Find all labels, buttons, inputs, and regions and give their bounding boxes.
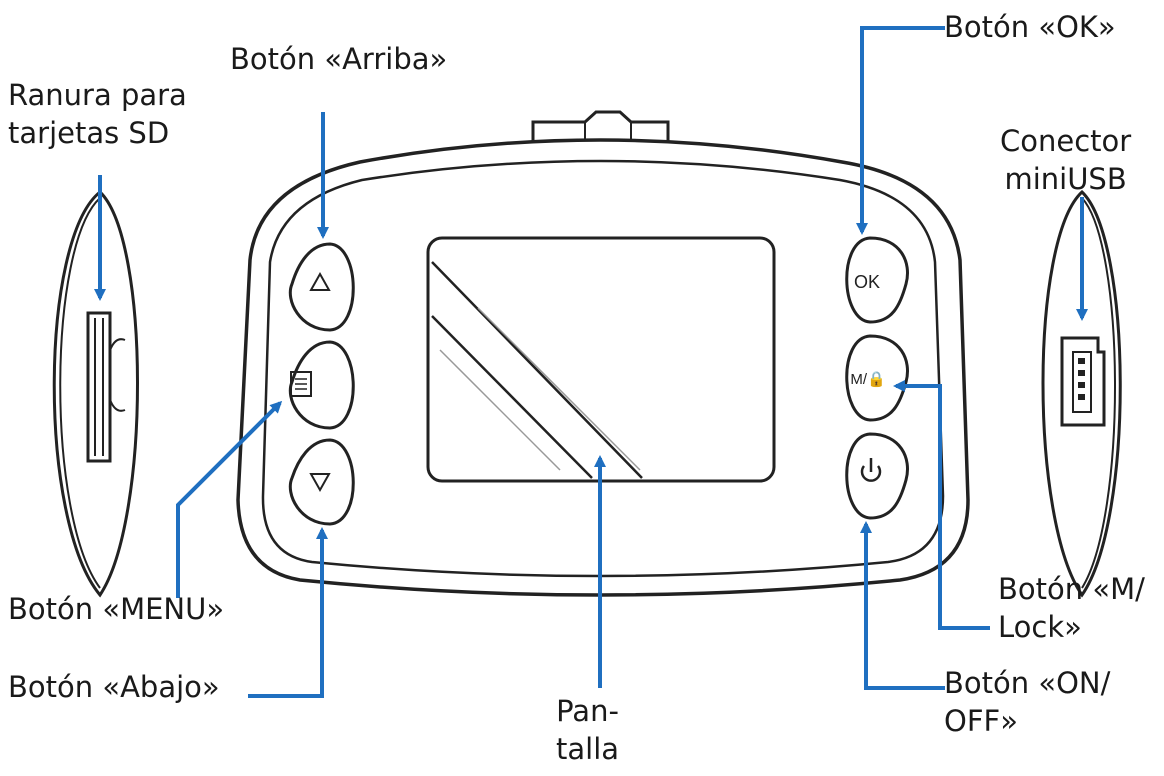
down-button-label: Botón «Abajo» <box>8 670 220 704</box>
menu-button-label: Botón «MENU» <box>8 592 225 626</box>
sd-slot-label: Ranura para tarjetas SD <box>8 78 187 150</box>
ok-button[interactable]: OK <box>845 236 909 324</box>
down-button-arrow <box>248 527 328 698</box>
right-side-view <box>1041 189 1122 598</box>
menu-button-arrow <box>176 400 283 598</box>
sd-slot-icon <box>86 311 112 463</box>
ok-button-label-text: Botón «OK» <box>944 10 1116 44</box>
usb-port-icon <box>1060 336 1106 427</box>
mode-lock-button-label: M/🔒 <box>850 371 885 388</box>
down-button[interactable] <box>288 438 355 526</box>
ok-button-label: OK <box>854 272 880 292</box>
mode-lock-button-arrow <box>893 380 990 630</box>
up-button[interactable] <box>288 242 355 332</box>
ok-button-arrow <box>856 26 945 235</box>
usb-connector-label: Conector miniUSB <box>1000 124 1132 196</box>
mode-lock-label: Botón «M/ Lock» <box>998 572 1145 644</box>
screen <box>426 236 776 483</box>
power-icon <box>860 458 882 482</box>
up-triangle-icon <box>309 271 331 291</box>
down-triangle-icon <box>309 473 331 493</box>
power-button-arrow <box>860 521 945 690</box>
leader-lines <box>94 26 1088 698</box>
power-button-label: Botón «ON/ OFF» <box>944 666 1111 738</box>
menu-button[interactable] <box>288 340 355 430</box>
mode-lock-button[interactable]: M/🔒 <box>845 334 909 422</box>
menu-icon <box>290 371 312 397</box>
screen-label: Pan- talla <box>556 694 620 766</box>
up-button-label: Botón «Arriba» <box>230 42 448 76</box>
power-button[interactable] <box>845 432 909 520</box>
